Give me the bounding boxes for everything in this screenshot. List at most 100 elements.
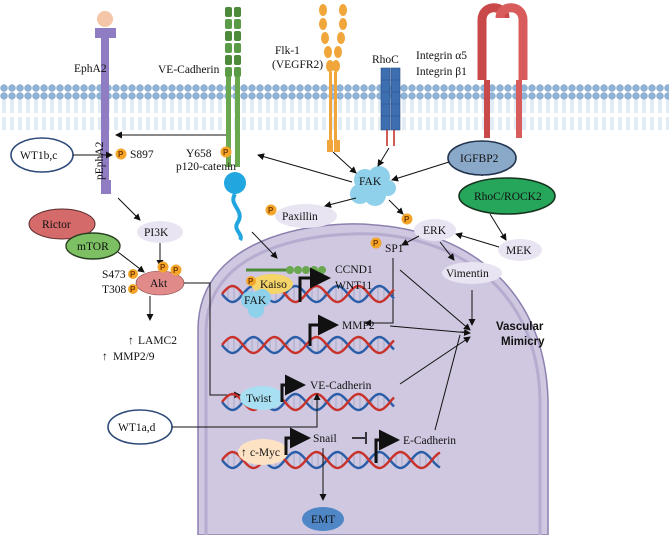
p120-catenin-node <box>224 172 246 194</box>
akt-phospho-2-letter: P <box>173 266 179 275</box>
t308-label: T308 <box>102 284 127 296</box>
vascular-mimicry-label-line2: Mimicry <box>501 336 545 348</box>
cmyc-node <box>238 439 288 465</box>
erk-node <box>414 219 456 241</box>
integrin-b1-label: Integrin β1 <box>416 66 467 78</box>
rhoc-rock2-label: RhoC/ROCK2 <box>474 191 542 203</box>
emt-label: EMT <box>311 514 335 526</box>
erk-to-sp1-arrow <box>401 235 420 246</box>
ccnd1-to-vm-arrow <box>399 269 471 331</box>
pi3k-label: PI3K <box>144 227 169 239</box>
sp1-phospho-letter: P <box>373 239 379 248</box>
t308-phospho <box>128 284 138 294</box>
dna-strand-red <box>221 335 395 355</box>
rictor-label: Rictor <box>42 219 71 231</box>
p120-catenin-tail <box>231 192 243 242</box>
nuclear-envelope-inner <box>204 232 542 535</box>
fak-node <box>350 166 396 206</box>
epha2-ligand <box>97 11 113 27</box>
kaiso-node <box>251 274 293 294</box>
rhoc-label: RhoC <box>372 54 399 66</box>
dna-strand-red <box>221 392 395 412</box>
vascular-mimicry-label-line1: Vascular <box>496 321 544 333</box>
ve-cadherin-label: VE-Cadherin <box>158 64 220 76</box>
igfbp2-label: IGFBP2 <box>460 153 499 165</box>
ve-cadherin-to-vm-arrow <box>399 336 471 385</box>
fak-label: FAK <box>359 176 382 188</box>
twist-node <box>240 386 284 410</box>
pepha2-label: pEphA2 <box>94 141 106 180</box>
erk-label: ERK <box>423 225 447 237</box>
flk1-label-line2: (VEGFR2) <box>272 59 323 71</box>
kaiso-phospho <box>246 276 256 286</box>
s897-phospho-letter: P <box>118 150 124 159</box>
s473-phospho <box>128 269 138 279</box>
mmp29-up-arrow: ↑ <box>102 351 108 363</box>
snail-promoter-arrow <box>284 427 311 455</box>
akt-label: Akt <box>150 278 168 290</box>
dna-strand-red <box>221 450 441 470</box>
s473-phospho-letter: P <box>130 270 136 279</box>
t308-phospho-letter: P <box>130 285 136 294</box>
y658-phospho-letter: P <box>223 148 229 157</box>
fak-to-erk-arrow <box>388 199 404 215</box>
p120-catenin-label: p120-catenin <box>176 161 236 173</box>
rictor-node <box>28 208 96 240</box>
mtor-label: mTOR <box>77 241 109 253</box>
twist-label: Twist <box>246 393 272 405</box>
nuclear-fak-node <box>241 289 271 318</box>
mtor-to-akt-arrow <box>117 251 145 273</box>
e-cadherin-promoter-arrow <box>374 429 400 463</box>
rock2-to-mek-arrow <box>489 213 507 241</box>
sp1-to-mmp2-arrow <box>364 258 394 327</box>
ccnd1-promoter-arrow <box>298 267 331 302</box>
flk1-receptor <box>319 4 347 152</box>
epha2-label: EphA2 <box>74 63 107 75</box>
s897-label: S897 <box>130 149 154 161</box>
igfbp2-to-fak-arrow <box>391 161 450 182</box>
ccnd1-label: CCND1 <box>335 264 373 276</box>
emt-node <box>302 507 344 531</box>
e-cadherin-label: E-Cadherin <box>403 435 456 447</box>
paxillin-node <box>275 204 337 228</box>
wt1ad-to-ve-cadherin-arrow <box>172 393 321 428</box>
ve-cadherin-promoter-arrow <box>280 374 306 402</box>
vimentin-node <box>442 262 502 284</box>
wt1ad-label: WT1a,d <box>118 422 156 434</box>
erk-phospho <box>401 213 413 225</box>
vimentin-label: Vimentin <box>446 268 489 280</box>
nuclear-ve-cadherin-label: VE-Cadherin <box>310 380 372 392</box>
ve-cadherin-receptor <box>225 7 241 167</box>
epha2-receptor <box>95 11 116 194</box>
dna-strand-blue <box>221 284 395 304</box>
rhoc-rock2-node <box>458 177 556 215</box>
pi3k-node <box>137 221 183 243</box>
nuclear-fak-label: FAK <box>244 295 267 307</box>
epha2-to-pi3k-arrow <box>117 197 141 221</box>
akt-phospho-1-letter: P <box>160 263 166 272</box>
mmp29-label: MMP2/9 <box>113 351 155 363</box>
fak-to-paxillin-arrow <box>324 197 357 208</box>
integrin-receptor <box>477 3 528 138</box>
p120-to-nucleus-arrow <box>251 231 278 259</box>
mek-to-erk-arrow <box>455 232 500 248</box>
integrin-a5-label: Integrin α5 <box>416 50 467 62</box>
kaiso-phospho-letter: P <box>248 277 254 286</box>
y658-label: Y658 <box>186 148 212 160</box>
s473-label: S473 <box>102 269 126 281</box>
mtor-node <box>65 232 121 260</box>
mek-label: MEK <box>506 245 532 257</box>
dna-strand-blue <box>221 335 395 355</box>
paxillin-phospho-letter: P <box>268 206 274 215</box>
erk-phospho-letter: P <box>404 215 410 224</box>
fak-to-vecad-arrow <box>257 153 353 183</box>
snail-label: Snail <box>313 433 337 445</box>
paxillin-label: Paxillin <box>282 211 318 223</box>
wnt11-label: WNT11 <box>335 280 373 292</box>
mmp2-to-vm-arrow <box>389 325 471 336</box>
mmp2-promoter-arrow <box>308 314 339 346</box>
sp1-label: SP1 <box>385 243 404 255</box>
y658-phospho <box>220 146 232 158</box>
dna-mmp2 <box>221 335 395 355</box>
